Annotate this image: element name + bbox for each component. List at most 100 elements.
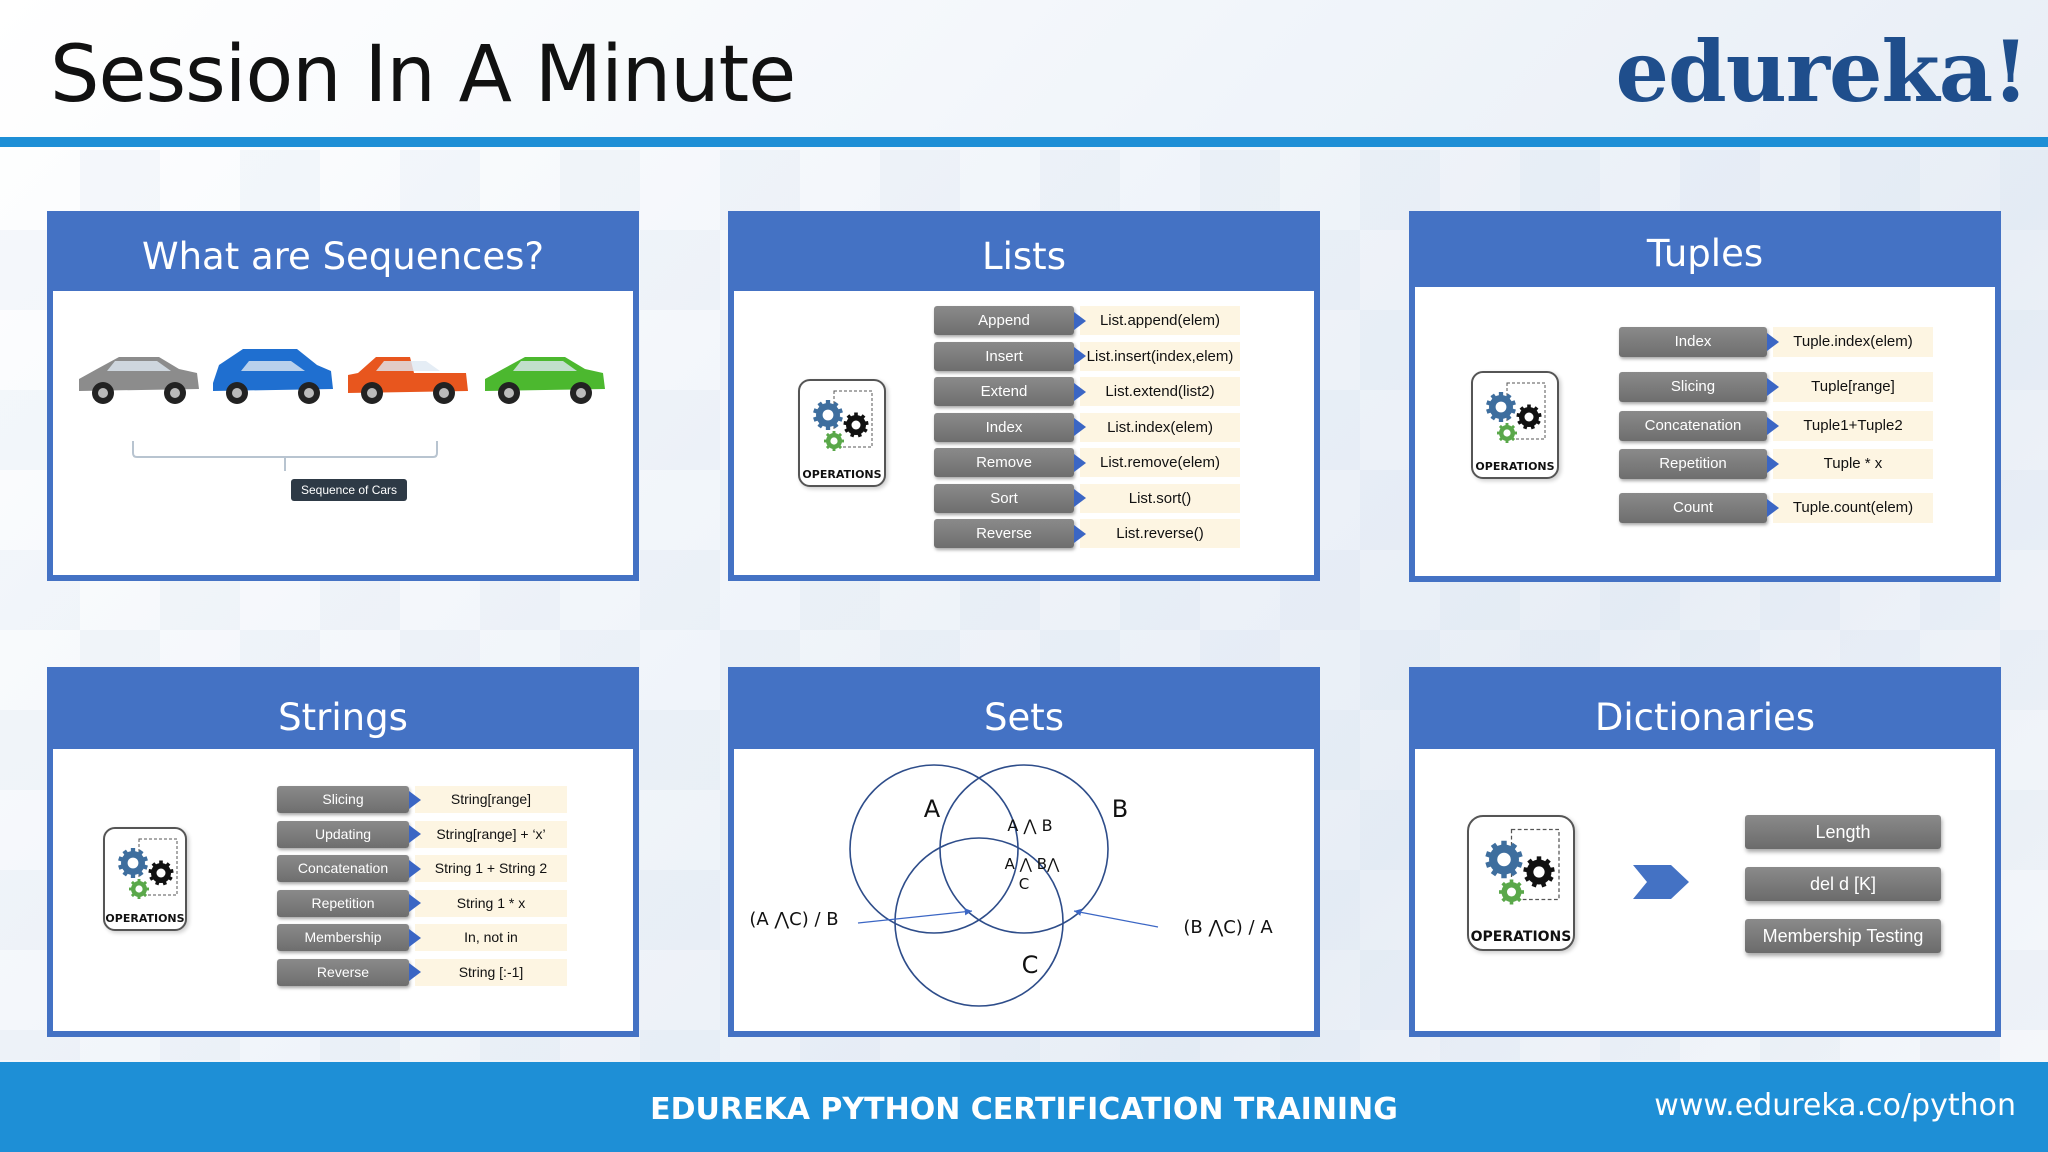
header-divider	[0, 137, 2048, 147]
footer-bar: EDUREKA PYTHON CERTIFICATION TRAINING ww…	[0, 1062, 2048, 1152]
arrow-right-icon	[1767, 417, 1779, 435]
operation-code: String[range]	[415, 786, 567, 813]
operation-row: List.sort()Sort	[934, 483, 1240, 513]
operation-name: Remove	[934, 448, 1074, 477]
set-b-label: B	[1112, 795, 1128, 823]
sets-body: A B C A ⋀ B A ⋀ B⋀ C (A ⋀C) / B (B ⋀C) /…	[734, 749, 1314, 1031]
strings-title: Strings	[278, 696, 408, 739]
operations-icon: OPERATIONS	[798, 379, 886, 487]
operation-name: Sort	[934, 483, 1074, 513]
cars-illustration	[79, 349, 605, 471]
bracket-line	[132, 441, 438, 471]
arrow-right-icon	[409, 825, 421, 843]
car-icon	[348, 357, 468, 404]
operation-row: List.remove(elem)Remove	[934, 448, 1240, 477]
dict-operation: Membership Testing	[1745, 919, 1941, 953]
operation-code: Tuple1+Tuple2	[1773, 411, 1933, 441]
operation-code: Tuple.index(elem)	[1773, 327, 1933, 357]
car-icon	[213, 349, 333, 404]
gears-icon	[1485, 828, 1560, 905]
operation-row: String [:-1]Reverse	[277, 958, 567, 986]
bc-pointer-arrow	[1073, 908, 1159, 928]
tuples-title: Tuples	[1646, 232, 1764, 275]
dict-operation: Length	[1745, 815, 1941, 849]
operation-code: Tuple.count(elem)	[1773, 493, 1933, 523]
operation-code: List.remove(elem)	[1080, 448, 1240, 477]
gears-icon	[813, 390, 873, 451]
intersection-abc-label-c: C	[1019, 875, 1029, 893]
operation-code: Tuple * x	[1773, 449, 1933, 479]
footer-title: EDUREKA PYTHON CERTIFICATION TRAINING	[650, 1092, 1398, 1127]
operation-name: Insert	[934, 341, 1074, 371]
operation-name: Append	[934, 306, 1074, 335]
dictionaries-title: Dictionaries	[1594, 696, 1816, 739]
chevron-right-icon	[1633, 865, 1689, 899]
arrow-right-icon	[1767, 499, 1779, 517]
operation-row: List.extend(list2)Extend	[934, 377, 1240, 406]
operation-row: List.append(elem)Append	[934, 306, 1240, 335]
operations-icon: OPERATIONS	[1467, 815, 1575, 951]
set-a-circle	[849, 764, 1019, 934]
set-c-circle	[894, 837, 1064, 1007]
car-icon	[485, 357, 605, 404]
operation-row: List.insert(index,elem)Insert	[934, 341, 1240, 371]
sets-title: Sets	[983, 696, 1065, 739]
arrow-right-icon	[409, 790, 421, 809]
operation-name: Updating	[277, 820, 409, 848]
operation-name: Reverse	[277, 958, 409, 986]
operation-name: Slicing	[277, 786, 409, 813]
operation-row: Tuple[range]Slicing	[1619, 372, 1933, 402]
operation-row: List.index(elem)Index	[934, 412, 1240, 442]
operation-name: Repetition	[277, 889, 409, 917]
ac-pointer-arrow	[857, 908, 973, 924]
lists-panel: Lists OPERATIONS List.append(elem)Append…	[728, 211, 1320, 581]
operation-name: Index	[934, 412, 1074, 442]
operation-name: Concatenation	[277, 855, 409, 882]
operation-row: List.reverse()Reverse	[934, 519, 1240, 548]
operation-name: Count	[1619, 493, 1767, 523]
arrow-right-icon	[1074, 347, 1086, 365]
operation-code: Tuple[range]	[1773, 372, 1933, 402]
bc-minus-a-label: (B ⋀C) / A	[1183, 917, 1273, 938]
dictionaries-panel: Dictionaries OPERATIONS Length del d [K] M…	[1409, 667, 2001, 1037]
operation-code: String 1 * x	[415, 889, 567, 917]
set-c-label: C	[1022, 951, 1039, 979]
dict-operation: del d [K]	[1745, 867, 1941, 901]
operation-code: List.sort()	[1080, 483, 1240, 513]
operation-code: List.index(elem)	[1080, 412, 1240, 442]
dictionaries-body: OPERATIONS Length del d [K] Membership Tes…	[1415, 749, 1995, 1031]
intersection-ab-label: A ⋀ B	[1007, 816, 1052, 835]
sequences-body: Sequence of Cars	[53, 291, 633, 575]
operations-icon: OPERATIONS	[1471, 371, 1559, 479]
arrow-right-icon	[1074, 489, 1086, 507]
arrow-right-icon	[409, 859, 421, 878]
sequence-of-cars-label: Sequence of Cars	[291, 479, 407, 501]
arrow-right-icon	[1074, 418, 1086, 436]
arrow-right-icon	[1074, 453, 1086, 472]
arrow-right-icon	[1767, 378, 1779, 396]
arrow-right-icon	[1767, 333, 1779, 351]
operation-row: String[range]Slicing	[277, 786, 567, 813]
venn-diagram: A B C A ⋀ B A ⋀ B⋀ C (A ⋀C) / B (B ⋀C) /…	[749, 764, 1273, 1007]
sets-panel: Sets A B C A ⋀ B A ⋀ B⋀ C (A ⋀C) / B (B …	[728, 667, 1320, 1037]
arrow-right-icon	[1767, 455, 1779, 473]
lists-title: Lists	[982, 235, 1066, 278]
operation-code: List.extend(list2)	[1080, 377, 1240, 406]
page-title: Session In A Minute	[50, 30, 796, 120]
operation-name: Index	[1619, 327, 1767, 357]
operation-code: String 1 + String 2	[415, 855, 567, 882]
ac-minus-b-label: (A ⋀C) / B	[749, 909, 838, 930]
operation-row: Tuple.count(elem)Count	[1619, 493, 1933, 523]
operation-code: List.reverse()	[1080, 519, 1240, 548]
operation-code: List.append(elem)	[1080, 306, 1240, 335]
operation-name: Extend	[934, 377, 1074, 406]
arrow-right-icon	[1074, 311, 1086, 330]
